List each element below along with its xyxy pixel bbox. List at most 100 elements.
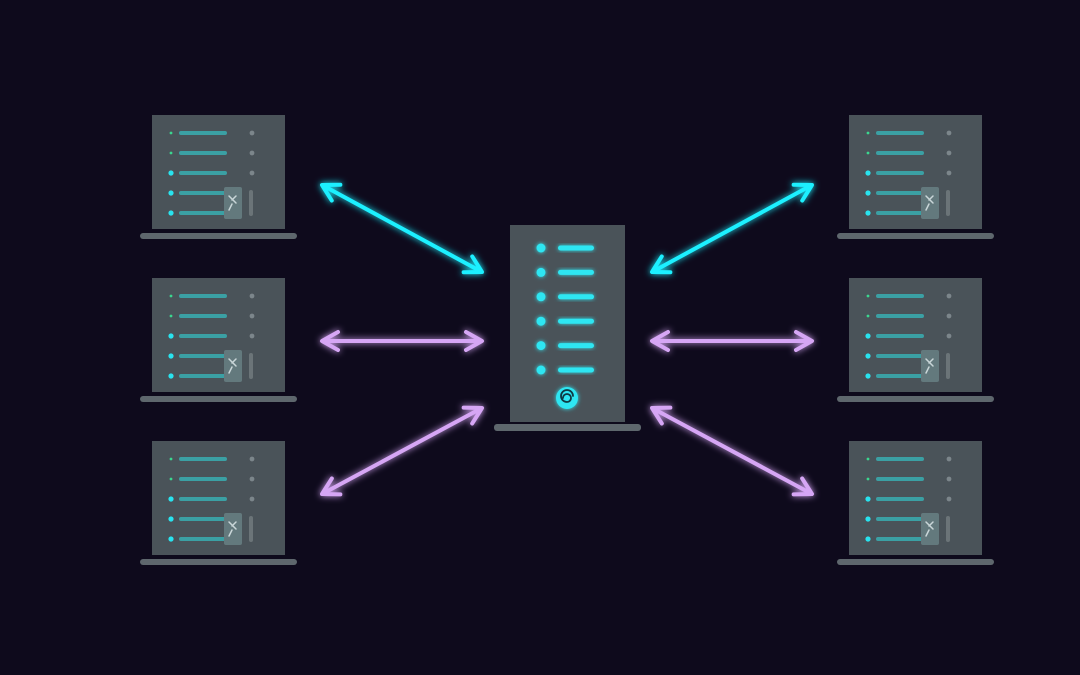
arrow-client-left-bottom	[320, 405, 484, 497]
list-bullet	[865, 333, 871, 339]
server-led	[536, 267, 546, 277]
badge-glyph	[228, 521, 237, 537]
list-line	[179, 171, 227, 175]
list-bullet	[168, 516, 174, 522]
list-line	[876, 314, 924, 318]
status-dot	[946, 333, 952, 339]
badge-glyph	[925, 521, 934, 537]
status-dot	[946, 130, 952, 136]
status-dot	[946, 170, 952, 176]
status-dot	[946, 313, 952, 319]
list-bullet	[169, 151, 173, 155]
arrow-head	[650, 330, 670, 352]
status-dot	[249, 456, 255, 462]
list-line	[179, 191, 227, 195]
arrow-head	[650, 254, 673, 275]
list-line	[876, 374, 924, 378]
server-led	[536, 316, 546, 326]
scroll-indicator	[249, 516, 253, 542]
arrow-head	[461, 254, 484, 275]
server-led	[536, 292, 546, 302]
server-slot	[558, 269, 594, 275]
arrow-client-left-top	[320, 182, 484, 275]
arrow-shaft	[653, 407, 811, 495]
status-dot	[249, 293, 255, 299]
central-server	[494, 225, 641, 431]
list-bullet	[168, 210, 174, 216]
arrow-client-right-top	[650, 182, 814, 275]
list-bullet	[866, 294, 870, 298]
scroll-indicator	[946, 190, 950, 216]
server-slot	[558, 245, 594, 251]
arrow-shaft	[323, 407, 481, 495]
status-dot	[249, 130, 255, 136]
scroll-indicator	[249, 190, 253, 216]
server-base	[494, 424, 641, 431]
server-slot	[558, 367, 594, 373]
server-led	[536, 365, 546, 375]
list-line	[179, 477, 227, 481]
list-line	[179, 354, 227, 358]
server-slot	[558, 318, 594, 324]
list-bullet	[169, 314, 173, 318]
spiral-icon	[556, 387, 578, 409]
list-bullet	[865, 496, 871, 502]
list-bullet	[169, 457, 173, 461]
list-bullet	[865, 190, 871, 196]
list-line	[876, 497, 924, 501]
list-line	[876, 537, 924, 541]
client-left-middle	[140, 278, 297, 402]
status-dot	[249, 476, 255, 482]
badge-glyph	[925, 358, 934, 374]
x-badge-icon	[921, 187, 939, 219]
status-dot	[249, 170, 255, 176]
arrow-client-left-middle	[320, 330, 484, 352]
arrow-client-right-middle	[650, 330, 814, 352]
list-bullet	[866, 131, 870, 135]
arrow-head	[464, 330, 484, 352]
list-bullet	[865, 516, 871, 522]
status-dot	[249, 333, 255, 339]
list-bullet	[169, 477, 173, 481]
list-line	[179, 517, 227, 521]
list-line	[876, 334, 924, 338]
badge-glyph	[228, 195, 237, 211]
arrow-head	[320, 182, 343, 203]
list-bullet	[865, 210, 871, 216]
arrow-client-right-bottom	[650, 405, 814, 497]
arrow-shaft	[323, 184, 481, 273]
client-devices	[140, 115, 994, 565]
status-dot	[946, 476, 952, 482]
list-bullet	[865, 353, 871, 359]
list-line	[876, 211, 924, 215]
list-line	[876, 151, 924, 155]
list-line	[179, 497, 227, 501]
client-right-middle	[837, 278, 994, 402]
client-left-bottom	[140, 441, 297, 565]
list-bullet	[866, 477, 870, 481]
badge-glyph	[228, 358, 237, 374]
list-bullet	[168, 170, 174, 176]
list-bullet	[866, 314, 870, 318]
arrow-head	[461, 405, 484, 426]
badge-glyph	[925, 195, 934, 211]
arrow-head	[794, 330, 814, 352]
arrow-head	[791, 182, 814, 203]
list-line	[876, 354, 924, 358]
list-line	[179, 457, 227, 461]
spiral-icon-stroke	[560, 389, 574, 403]
scroll-indicator	[946, 353, 950, 379]
x-badge-icon	[224, 187, 242, 219]
x-badge-icon	[224, 350, 242, 382]
list-bullet	[865, 536, 871, 542]
list-line	[876, 294, 924, 298]
device-base	[837, 233, 994, 239]
list-line	[876, 457, 924, 461]
status-dot	[249, 150, 255, 156]
list-line	[876, 131, 924, 135]
x-badge-icon	[224, 513, 242, 545]
client-left-top	[140, 115, 297, 239]
device-base	[837, 559, 994, 565]
